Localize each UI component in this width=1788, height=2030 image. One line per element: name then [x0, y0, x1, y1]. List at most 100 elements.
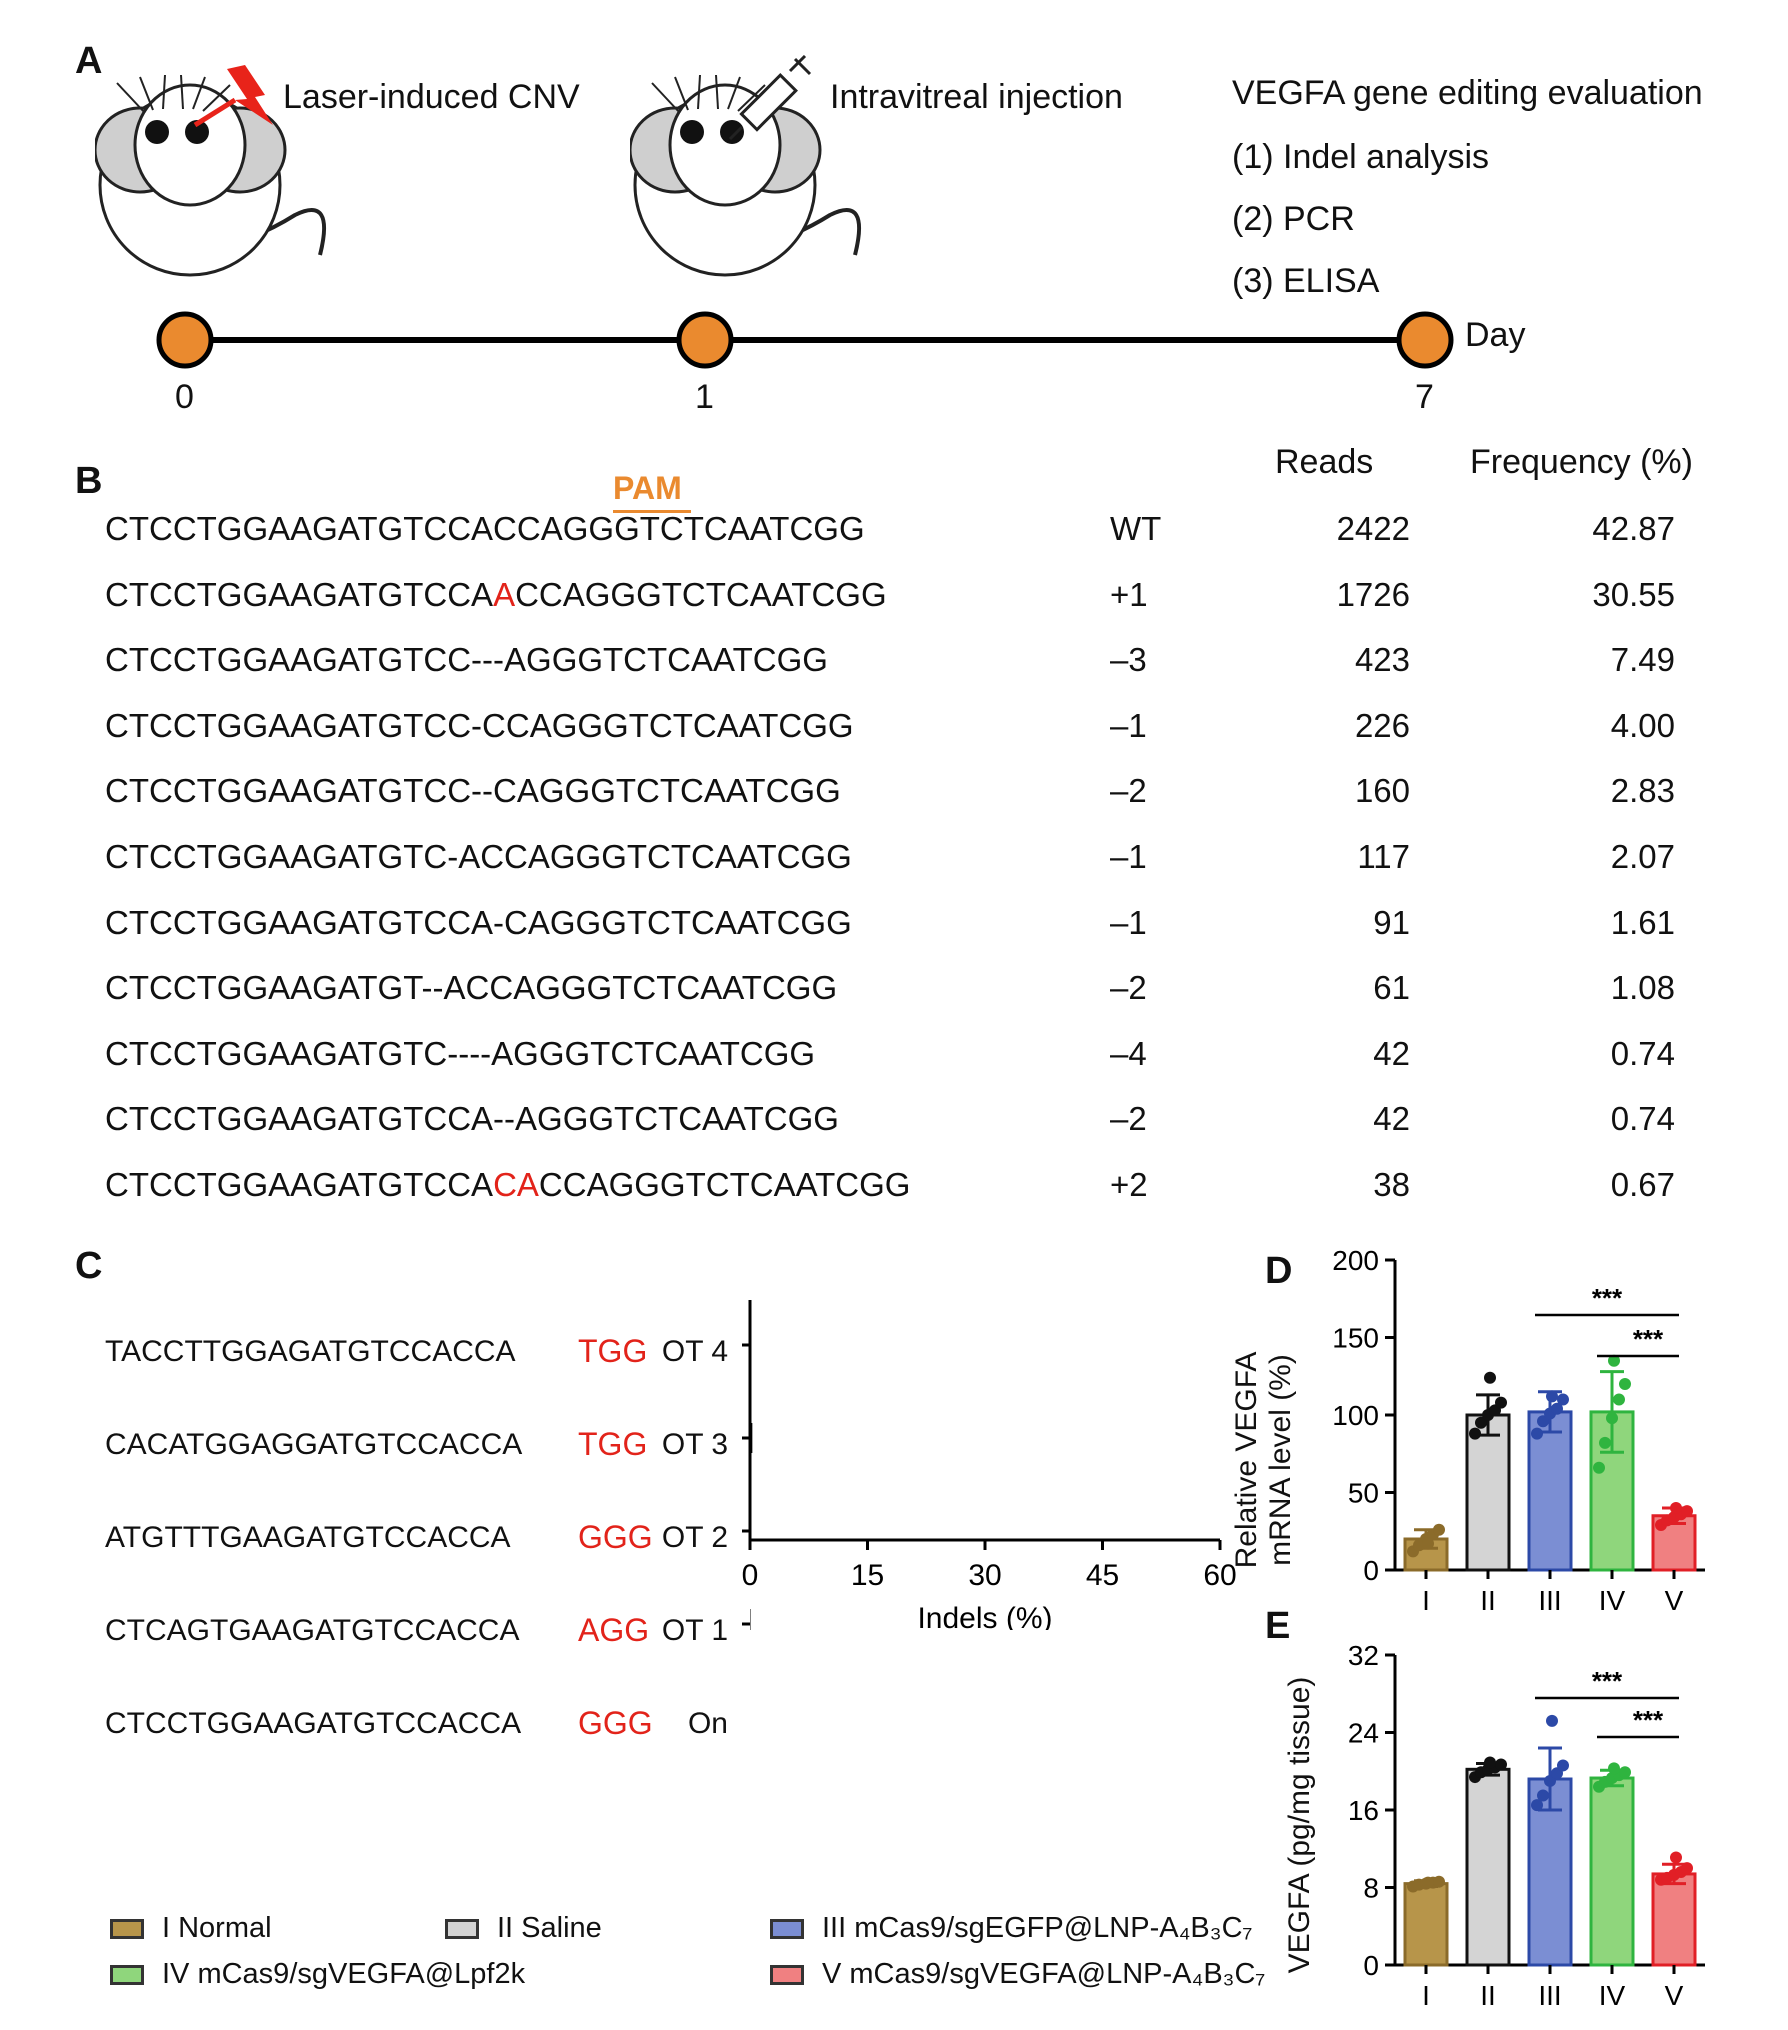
sequence-segment: CTCCTGGAAGATGTCC-CCAGGGTCTCAATCGG — [105, 706, 854, 744]
read-count: 2422 — [1336, 510, 1410, 547]
x-tick-label: II — [1480, 1980, 1496, 2011]
timeline-node-day1 — [676, 311, 734, 369]
timeline-node-day0 — [156, 311, 214, 369]
offtarget-sequence: ATGTTTGAAGATGTCCACCA — [105, 1521, 511, 1554]
frequency-value: 4.00 — [1610, 706, 1675, 744]
data-point — [1422, 1876, 1434, 1889]
read-count: 423 — [1354, 641, 1410, 679]
indel-type: WT — [1110, 510, 1162, 547]
data-point — [1557, 1393, 1569, 1406]
sequence-text: CTCCTGGAAGATGTCCA-CAGGGTCTCAATCGG — [105, 904, 852, 942]
legend-label: III mCas9/sgEGFP@LNP-A₄B₃C₇ — [822, 1912, 1253, 1944]
sequence-segment: CTCCTGGAAGATGTCCA-CAGGGTCTCAATCGG — [105, 903, 852, 941]
y-tick-label: 150 — [1332, 1323, 1379, 1354]
data-point — [1606, 1412, 1618, 1425]
y-tick-label: 32 — [1348, 1640, 1379, 1671]
legend-item: IV mCas9/sgVEGFA@Lpf2k — [110, 1958, 525, 1991]
read-count: 1726 — [1336, 575, 1410, 613]
x-tick-label: 30 — [968, 1559, 1001, 1592]
sequence-row: CTCCTGGAAGATGTCCACACCAGGGTCTCAATCGG +2 38 0… — [105, 1166, 1705, 1232]
significance-stars: *** — [1592, 1283, 1623, 1313]
data-point — [1681, 1505, 1693, 1518]
sequence-segment: CCAGGGTCTCAATCGG — [515, 575, 887, 613]
indel-type: –1 — [1110, 903, 1147, 941]
legend-item: II Saline — [445, 1912, 602, 1945]
sequence-text: CTCCTGGAAGATGTCCACCAGGGTCTCAATCGG — [105, 510, 865, 548]
offtarget-site-label: OT 4 — [661, 1335, 728, 1368]
data-point — [1546, 1390, 1558, 1403]
group-bar — [1403, 1882, 1449, 1967]
laser-bolt-icon — [227, 65, 273, 125]
syringe-icon — [728, 55, 812, 141]
sequence-text: CTCCTGGAAGATGTCCACACCAGGGTCTCAATCGG — [105, 1166, 910, 1204]
panel-d-ylabel: Relative VEGFA mRNA level (%) — [1230, 1351, 1297, 1569]
sequence-segment: CTCCTGGAAGATGTC-ACCAGGGTCTCAATCGG — [105, 838, 852, 875]
legend-label: V mCas9/sgVEGFA@LNP-A₄B₃C₇ — [822, 1958, 1266, 1990]
sequence-segment: CTCCTGGAAGATGTCC---AGGGTCTCAATCGG — [105, 641, 828, 679]
data-point — [1546, 1714, 1558, 1727]
data-point — [1619, 1766, 1631, 1779]
frequency-value: 0.67 — [1610, 1166, 1675, 1203]
data-point — [1537, 1415, 1549, 1428]
mouse-injection-illustration — [630, 55, 862, 277]
timeline-day-label: 1 — [695, 378, 714, 416]
indel-type: +2 — [1110, 1166, 1148, 1203]
data-point — [1613, 1393, 1625, 1406]
read-count: 160 — [1354, 772, 1410, 810]
offtarget-site-label: OT 3 — [661, 1428, 728, 1461]
offtarget-site-label: OT 1 — [661, 1614, 728, 1647]
sequence-text: CTCCTGGAAGATGT--ACCAGGGTCTCAATCGG — [105, 969, 837, 1007]
x-tick-label: V — [1665, 1980, 1684, 2011]
read-count: 226 — [1354, 706, 1410, 744]
x-tick-label: 45 — [1086, 1559, 1119, 1592]
x-tick-label: IV — [1599, 1980, 1626, 2011]
data-point — [1531, 1427, 1543, 1440]
legend-swatch — [110, 1918, 144, 1939]
data-point — [1593, 1461, 1605, 1474]
legend-label: I Normal — [162, 1912, 272, 1944]
sequence-segment: CTCCTGGAAGATGTCCA — [105, 1166, 494, 1203]
mouse-laser-illustration — [95, 65, 327, 277]
sequence-segment: CTCCTGGAAGATGTCCA — [105, 575, 494, 613]
legend-label: IV mCas9/sgVEGFA@Lpf2k — [162, 1958, 526, 1990]
sequence-text: CTCCTGGAAGATGTC----AGGGTCTCAATCGG — [105, 1035, 815, 1073]
indel-type: –2 — [1110, 1100, 1147, 1138]
indel-type: –2 — [1110, 772, 1147, 810]
evaluation-item: (3) ELISA — [1232, 262, 1380, 300]
indel-bar — [750, 1609, 751, 1630]
data-point — [1495, 1758, 1507, 1771]
y-tick-label: 50 — [1348, 1478, 1379, 1509]
timeline-unit-label: Day — [1465, 316, 1526, 354]
offtarget-sequence: CTCAGTGAAGATGTCCACCA — [105, 1614, 520, 1647]
event-laser-label: Laser-induced CNV — [283, 78, 580, 116]
read-count: 38 — [1373, 1166, 1410, 1203]
frequency-value: 2.07 — [1610, 838, 1675, 875]
sequence-text: CTCCTGGAAGATGTCC-CCAGGGTCTCAATCGG — [105, 707, 854, 745]
offtarget-pam: GGG — [578, 1519, 653, 1555]
data-point — [1422, 1537, 1434, 1550]
x-tick-label: 15 — [851, 1559, 884, 1592]
sequence-text: CTCCTGGAAGATGTCCA--AGGGTCTCAATCGG — [105, 1100, 839, 1138]
read-count: 42 — [1373, 1034, 1410, 1072]
legend-swatch — [770, 1918, 804, 1939]
data-point — [1531, 1799, 1543, 1812]
legend-item: III mCas9/sgEGFP@LNP-A₄B₃C₇ — [770, 1912, 1252, 1945]
data-point — [1681, 1862, 1693, 1875]
sequence-segment: CTCCTGGAAGATGT--ACCAGGGTCTCAATCGG — [105, 969, 838, 1007]
panel-d-label: D — [1265, 1250, 1293, 1292]
y-tick-label: 8 — [1363, 1873, 1379, 1904]
offtarget-pam: TGG — [578, 1333, 648, 1369]
data-point — [1484, 1756, 1496, 1769]
data-point — [1599, 1436, 1611, 1449]
sequence-segment: CTCCTGGAAGATGTCCACCAGGGTCTCAATCGG — [105, 510, 865, 547]
frequency-value: 30.55 — [1592, 575, 1675, 613]
frequency-value: 1.61 — [1610, 903, 1675, 941]
group-bar — [1651, 1872, 1697, 1967]
event-injection-label: Intravitreal injection — [830, 78, 1123, 116]
offtarget-sequence: CTCCTGGAAGATGTCCACCA — [105, 1707, 522, 1740]
frequency-header: Frequency (%) — [1470, 443, 1693, 481]
